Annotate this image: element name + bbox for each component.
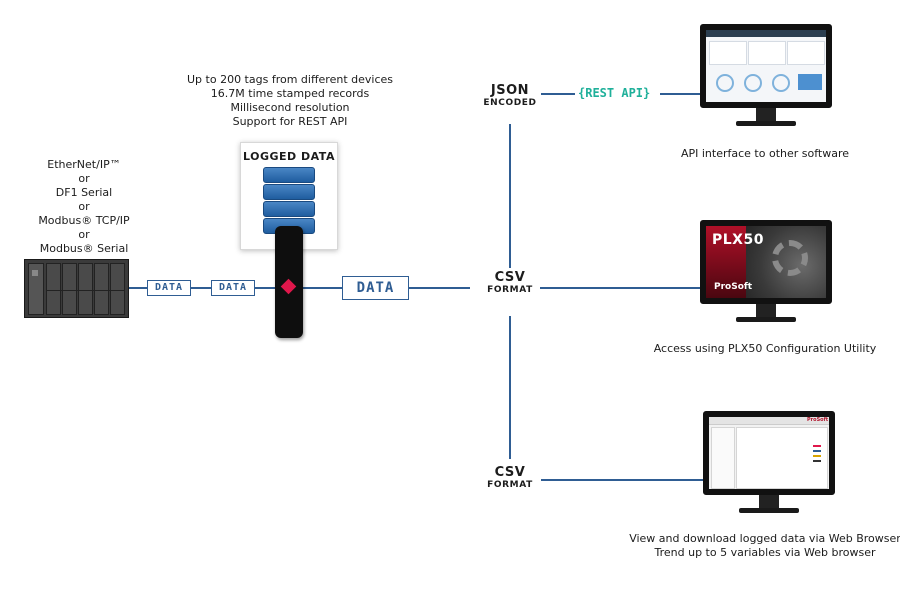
feature-tags: Up to 200 tags from different devices — [187, 73, 393, 86]
caption-api: API interface to other software — [680, 147, 850, 160]
protocol-ethernet-ip: EtherNet/IP™ — [47, 158, 121, 171]
protocol-modbus-serial: Modbus® Serial — [39, 242, 129, 255]
protocol-or: or — [78, 172, 90, 185]
data-logger-gateway — [275, 226, 303, 338]
feature-list: Up to 200 tags from different devices 16… — [185, 73, 395, 129]
feature-records: 16.7M time stamped records — [210, 87, 370, 100]
prosoft-logo: ProSoft — [807, 417, 829, 423]
plx50-splash-screen: PLX50 ProSoft — [700, 220, 832, 304]
feature-resolution: Millisecond resolution — [230, 101, 350, 114]
rest-api-label: {REST API} — [578, 86, 651, 100]
monitor-base — [736, 317, 796, 322]
connector-vertical-upper — [509, 124, 511, 268]
monitor-stand — [756, 108, 776, 122]
protocol-or: or — [78, 228, 90, 241]
csv-label: CSV FORMAT — [476, 466, 544, 491]
database-disk-icon — [263, 201, 315, 217]
connector-csv-to-plx50 — [540, 287, 703, 289]
data-packet-small: DATA — [147, 280, 191, 296]
connector-plc-to-gateway — [125, 287, 275, 289]
monitor-stand — [759, 495, 779, 509]
data-packet-large: DATA — [342, 276, 409, 300]
protocol-modbus-tcp: Modbus® TCP/IP — [38, 214, 130, 227]
diamond-indicator-icon — [280, 278, 297, 295]
plc-module — [62, 263, 77, 315]
protocol-df1-serial: DF1 Serial — [55, 186, 113, 199]
protocol-list: EtherNet/IP™ or DF1 Serial or Modbus® TC… — [20, 158, 148, 256]
plc-module — [110, 263, 125, 315]
dashboard-screen — [700, 24, 832, 108]
caption-web: View and download logged data via Web Br… — [625, 532, 900, 560]
caption-plx50: Access using PLX50 Configuration Utility — [653, 342, 877, 355]
connector-rest-to-monitor — [660, 93, 700, 95]
json-subtitle: ENCODED — [483, 98, 537, 108]
csv-subtitle: FORMAT — [487, 285, 533, 295]
web-browser-screen: ProSoft — [703, 411, 835, 495]
monitor-base — [736, 121, 796, 126]
json-label: JSON ENCODED — [476, 84, 544, 109]
monitor-plx50: PLX50 ProSoft — [700, 220, 832, 336]
prosoft-logo: ProSoft — [714, 282, 753, 292]
database-disk-icon — [263, 167, 315, 183]
csv-title: CSV — [494, 270, 526, 285]
gear-icon — [772, 240, 808, 276]
connector-csv2-to-web — [541, 479, 703, 481]
plx50-product-name: PLX50 — [712, 232, 764, 248]
caption-web-trend: Trend up to 5 variables via Web browser — [654, 546, 876, 559]
protocol-or: or — [78, 200, 90, 213]
connector-json-to-rest — [541, 93, 575, 95]
caption-web-download: View and download logged data via Web Br… — [629, 532, 900, 545]
plc-module — [46, 263, 61, 315]
monitor-api — [700, 24, 832, 140]
csv-label: CSV FORMAT — [476, 271, 544, 296]
connector-vertical-lower — [509, 316, 511, 459]
plc-module — [94, 263, 109, 315]
plc-rack — [24, 259, 129, 318]
feature-rest: Support for REST API — [232, 115, 348, 128]
plc-power-module — [28, 263, 44, 315]
logged-data-title: LOGGED DATA — [243, 150, 335, 163]
json-title: JSON — [490, 83, 530, 98]
monitor-base — [739, 508, 799, 513]
monitor-stand — [756, 304, 776, 318]
csv-subtitle: FORMAT — [487, 480, 533, 490]
database-disk-icon — [263, 184, 315, 200]
logged-data-box: LOGGED DATA — [240, 142, 338, 250]
monitor-web: ProSoft — [703, 411, 835, 527]
data-packet-small: DATA — [211, 280, 255, 296]
csv-title: CSV — [494, 465, 526, 480]
plc-module — [78, 263, 93, 315]
